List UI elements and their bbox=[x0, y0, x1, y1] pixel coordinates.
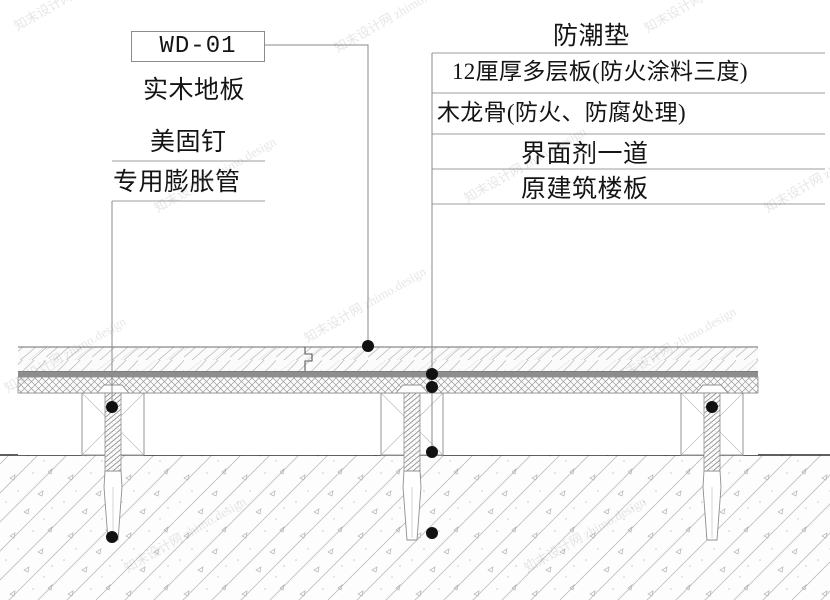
marker-joist bbox=[426, 446, 438, 458]
label-right-2: 木龙骨(防火、防腐处理) bbox=[437, 100, 686, 125]
label-right-0: 防潮垫 bbox=[553, 23, 630, 50]
leader-marker-group bbox=[106, 340, 718, 543]
marker-moisture-pad bbox=[426, 368, 438, 380]
anchor-right bbox=[695, 384, 729, 541]
tag-wd01[interactable]: WD-01 bbox=[131, 31, 265, 62]
label-left-1: 美固钉 bbox=[150, 129, 227, 156]
label-right-1: 12厘厚多层板(防火涂料三度) bbox=[452, 59, 748, 84]
label-right-3: 界面剂一道 bbox=[521, 141, 649, 168]
marker-anchor-left bbox=[106, 401, 118, 413]
tag-wd01-label: WD-01 bbox=[159, 33, 237, 60]
marker-plywood bbox=[426, 381, 438, 393]
tongue-groove-joint bbox=[304, 347, 313, 371]
moisture-pad-layer bbox=[18, 370, 758, 377]
label-right-4: 原建筑楼板 bbox=[521, 176, 649, 203]
label-rule-group bbox=[112, 52, 825, 205]
solid-wood-floor-layer bbox=[18, 346, 758, 371]
marker-interface-agent bbox=[426, 527, 438, 539]
leader-wd01 bbox=[265, 44, 369, 346]
marker-anchor-left-low bbox=[106, 531, 118, 543]
label-left-0: 实木地板 bbox=[143, 77, 246, 104]
plywood-layer bbox=[17, 376, 759, 394]
floor-assembly bbox=[0, 346, 830, 600]
anchor-left bbox=[96, 384, 130, 541]
label-left-2: 专用膨胀管 bbox=[113, 169, 241, 196]
anchor-screw-group bbox=[96, 384, 729, 541]
anchor-middle bbox=[395, 384, 429, 541]
marker-anchor-right bbox=[706, 401, 718, 413]
marker-wood-floor bbox=[362, 340, 374, 352]
